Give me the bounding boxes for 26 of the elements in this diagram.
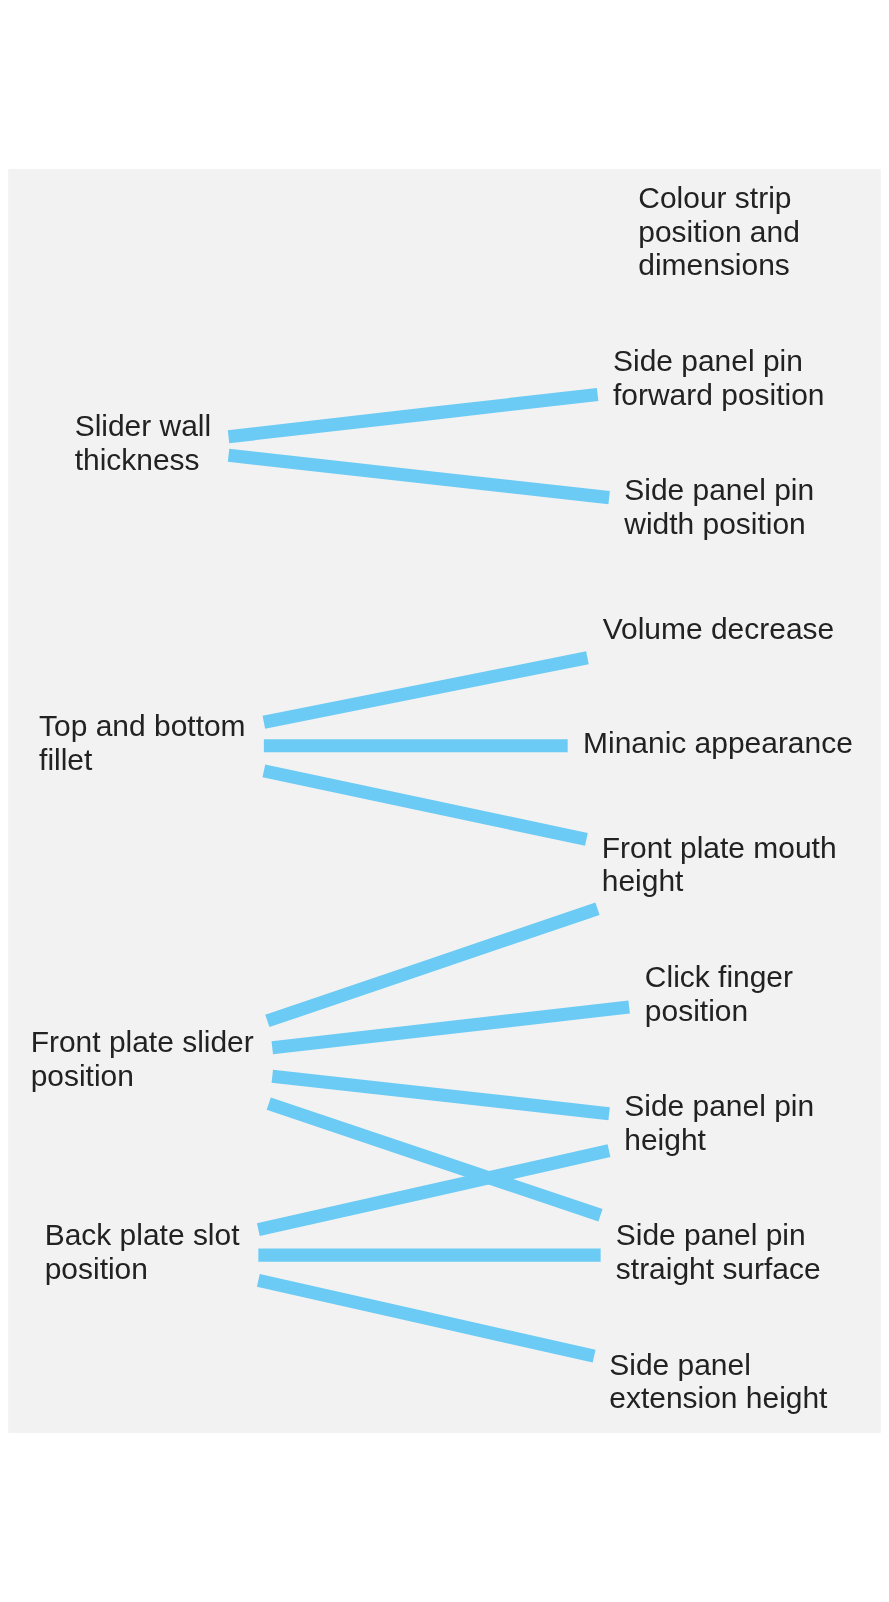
node-text: Front plate mouth height [601,830,837,898]
node-text: Click finger position [644,959,794,1027]
connector [263,739,568,753]
connector [265,902,600,1028]
node-text: Slider wall thickness [74,409,212,477]
connector [262,651,589,729]
node-text: Side panel pin width position [624,473,815,540]
connector [262,764,588,846]
node-text: Side panel pin height [624,1089,815,1156]
node-text: Side panel pin forward position [613,343,825,411]
connector [227,448,610,505]
connector [266,1097,603,1222]
node-text: Back plate slot position [44,1218,240,1286]
node-text: Side panel pin straight surface [615,1218,821,1286]
node-text: Minanic appearance [583,725,853,759]
node-text: Side panel extension height [609,1347,828,1415]
node-text: Volume decrease [602,611,835,645]
node-text: Top and bottom fillet [39,709,246,776]
node-text: Front plate slider position [30,1025,254,1093]
connector [256,1274,596,1363]
connector [271,1069,610,1121]
connector [227,387,599,444]
node-text: Colour strip position and dimensions [638,180,800,282]
connector [258,1248,601,1262]
connector [256,1144,611,1237]
connector [271,1000,630,1055]
